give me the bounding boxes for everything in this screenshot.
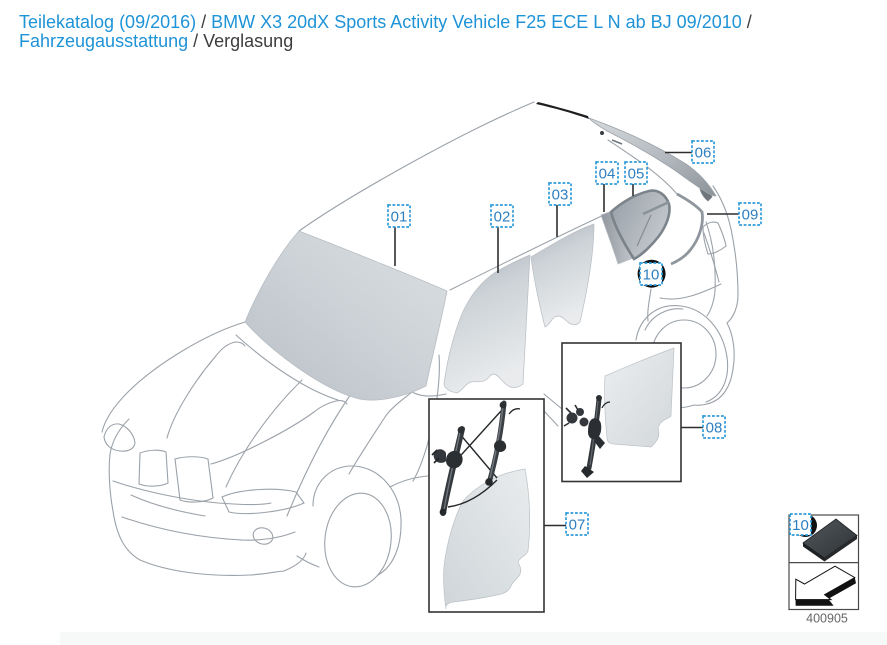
svg-text:10: 10 xyxy=(643,267,660,284)
svg-text:03: 03 xyxy=(552,187,569,204)
svg-text:04: 04 xyxy=(599,166,616,183)
svg-text:09: 09 xyxy=(742,207,759,224)
svg-text:05: 05 xyxy=(628,166,645,183)
svg-text:10: 10 xyxy=(792,517,809,534)
svg-text:02: 02 xyxy=(494,209,511,226)
svg-text:07: 07 xyxy=(569,517,586,534)
svg-text:400905: 400905 xyxy=(806,612,848,626)
svg-text:01: 01 xyxy=(391,209,408,226)
svg-text:06: 06 xyxy=(695,145,712,162)
svg-text:08: 08 xyxy=(706,420,723,437)
